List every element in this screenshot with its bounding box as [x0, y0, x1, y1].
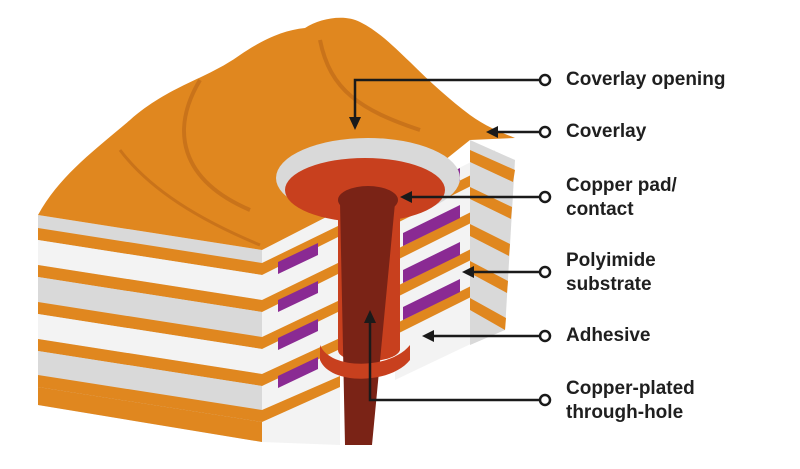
- label-through-hole-line2: through-hole: [566, 402, 684, 423]
- adhesive-band: [38, 277, 262, 337]
- copper-band: [38, 228, 262, 275]
- label-through-hole: Copper-plated through-hole: [566, 377, 695, 425]
- coverlay-band: [38, 387, 262, 442]
- trace: [278, 357, 318, 388]
- copper-band: [38, 302, 262, 349]
- trace: [278, 319, 318, 350]
- trace: [278, 281, 318, 312]
- label-coverlay: Coverlay: [566, 120, 646, 144]
- label-copper-pad: Copper pad/ contact: [566, 174, 677, 222]
- coverlay-ridge: [182, 78, 251, 212]
- label-copper-pad-line1: Copper pad/: [566, 175, 677, 196]
- callout-endpoints: [538, 73, 552, 407]
- label-polyimide: Polyimide substrate: [566, 249, 656, 297]
- label-adhesive-text: Adhesive: [566, 325, 651, 346]
- copper-band: [38, 265, 262, 312]
- trace: [403, 279, 460, 320]
- label-copper-pad-line2: contact: [566, 199, 634, 220]
- trace: [403, 205, 460, 246]
- polyimide-band: [38, 314, 262, 374]
- label-coverlay-opening: Coverlay opening: [566, 68, 725, 92]
- label-coverlay-text: Coverlay: [566, 121, 647, 142]
- right-side-face: [470, 140, 515, 345]
- trace: [278, 243, 318, 274]
- through-hole-inside: [340, 203, 395, 445]
- label-through-hole-line1: Copper-plated: [566, 378, 695, 399]
- label-polyimide-line2: substrate: [566, 274, 652, 295]
- polyimide-band: [38, 240, 262, 300]
- copper-band: [38, 339, 262, 386]
- coverlay-ridge: [118, 149, 261, 247]
- callout-lines: [353, 78, 540, 402]
- label-adhesive: Adhesive: [566, 324, 650, 348]
- adhesive-band: [38, 351, 262, 410]
- copper-band: [38, 375, 262, 422]
- left-front-face: [38, 215, 262, 442]
- bottom-pad: [320, 345, 410, 379]
- trace: [403, 242, 460, 283]
- coverlay-ridge: [318, 39, 421, 132]
- cut-face-left: [262, 210, 340, 445]
- callout-arrowheads: [349, 117, 498, 342]
- label-polyimide-line1: Polyimide: [566, 250, 656, 271]
- label-coverlay-opening-text: Coverlay opening: [566, 69, 726, 90]
